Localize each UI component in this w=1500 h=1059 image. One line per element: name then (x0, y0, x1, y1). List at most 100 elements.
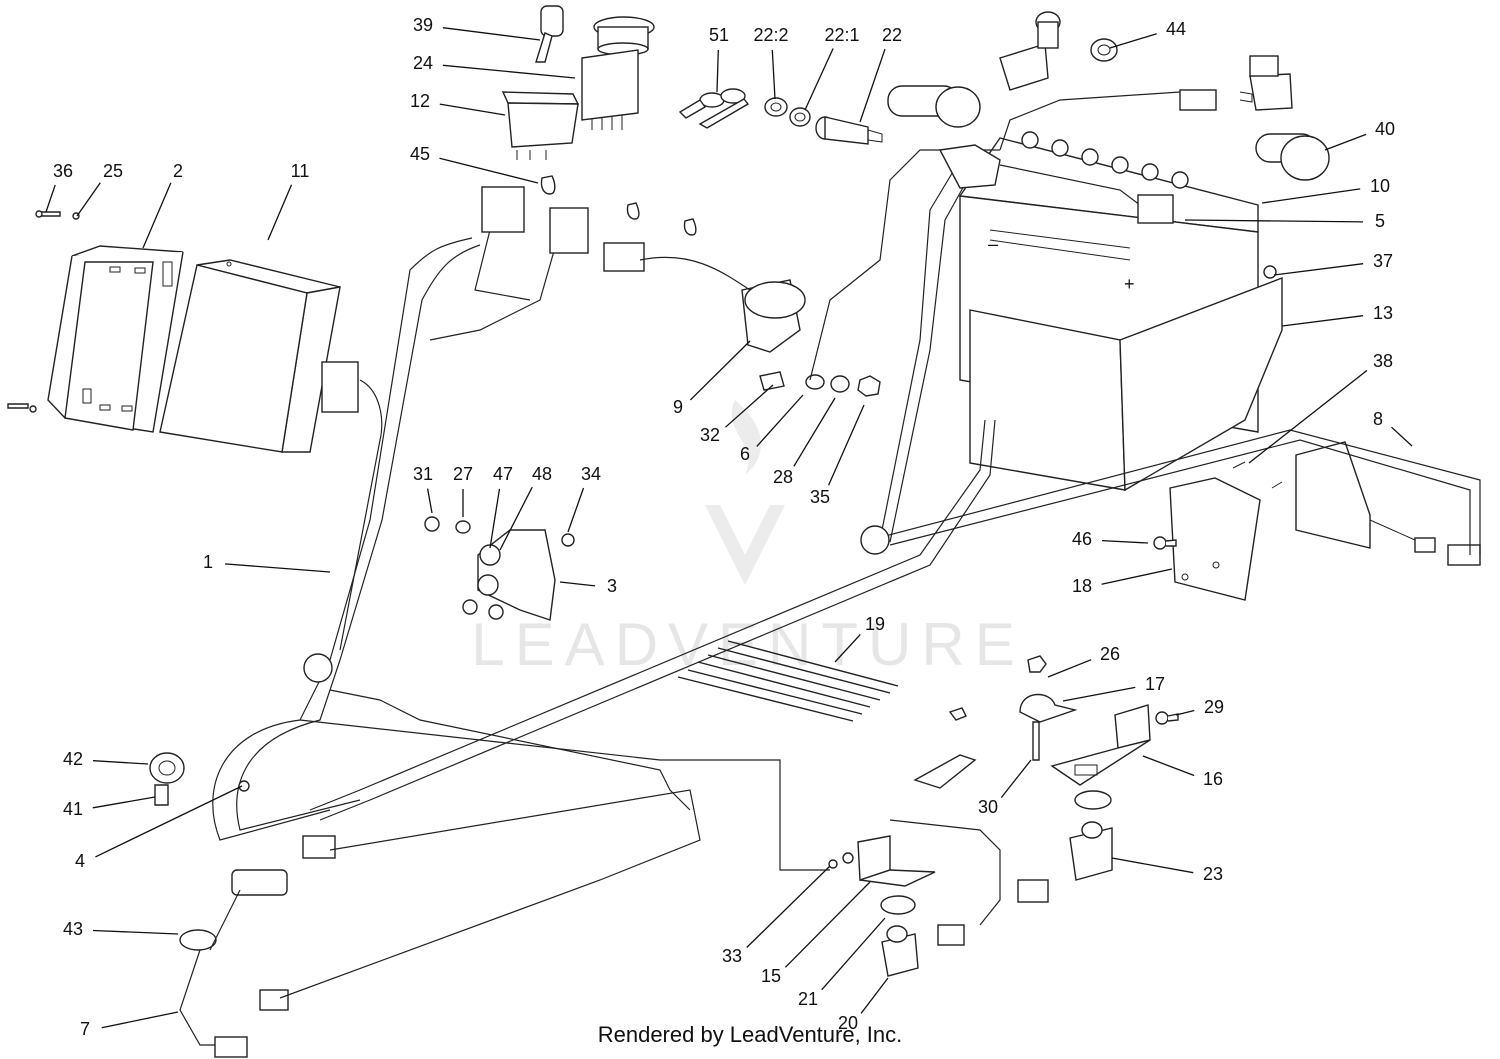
watermark-text: LEADVENTURE (471, 611, 1024, 678)
part-connectors (214, 89, 1481, 1058)
callout-label-c48: 48 (532, 464, 552, 484)
callout-label-c38: 38 (1373, 351, 1393, 371)
callout-label-c17: 17 (1145, 674, 1165, 694)
part-boot-40 (1255, 133, 1330, 181)
callout-label-c16: 16 (1203, 769, 1223, 789)
leader-line-c42 (92, 760, 149, 765)
leader-line-c38 (1248, 369, 1368, 464)
part-ignition-24 (581, 16, 655, 130)
part-cap-41 (154, 784, 169, 806)
callout-label-c6: 6 (740, 444, 750, 464)
leader-line-c22 (859, 48, 886, 123)
leader-line-c29 (1175, 709, 1195, 716)
wiring-harness-1 (179, 91, 1481, 1046)
callout-label-c13: 13 (1373, 303, 1393, 323)
part-key-39 (535, 5, 564, 63)
callout-label-c22_2: 22:2 (753, 25, 788, 45)
part-switch-22 (815, 116, 883, 145)
callout-label-c30: 30 (978, 797, 998, 817)
part-solenoid-9 (603, 242, 806, 353)
callout-label-c10: 10 (1370, 176, 1390, 196)
footer-credit: Rendered by LeadVenture, Inc. (597, 1022, 903, 1047)
leader-line-c5 (1184, 219, 1364, 223)
leader-line-c34 (567, 487, 585, 533)
leader-line-c13 (1281, 315, 1364, 327)
callout-label-c26: 26 (1100, 644, 1120, 664)
leader-line-c16 (1142, 755, 1195, 777)
leader-line-c22_2 (771, 49, 776, 100)
callout-label-c29: 29 (1204, 697, 1224, 717)
leader-line-c8 (1391, 426, 1413, 447)
callout-label-c22_1: 22:1 (824, 25, 859, 45)
callout-label-c41: 41 (63, 799, 83, 819)
callout-label-c44: 44 (1166, 19, 1186, 39)
leader-line-c3 (559, 581, 596, 587)
leader-line-c19 (834, 634, 861, 663)
part-ring-6 (805, 374, 825, 390)
part-nut-37 (1263, 265, 1277, 279)
leader-line-c33 (746, 865, 831, 948)
callout-label-c28: 28 (773, 467, 793, 487)
callout-label-c27: 27 (453, 464, 473, 484)
callout-label-c4: 4 (75, 851, 85, 871)
part-washer-28 (830, 375, 850, 393)
part-washer-22-1 (789, 107, 811, 127)
callout-label-c20: 20 (838, 1013, 858, 1033)
callout-label-c51: 51 (709, 25, 729, 45)
callout-label-c31: 31 (413, 464, 433, 484)
leader-line-c41 (92, 796, 156, 809)
callout-label-c34: 34 (581, 464, 601, 484)
leader-line-c45 (439, 157, 539, 184)
leader-line-c36 (45, 184, 56, 213)
leader-line-c15 (784, 881, 871, 968)
leader-line-c17 (1062, 686, 1136, 702)
part-bracket-17b (913, 707, 977, 789)
leader-line-c31 (426, 488, 433, 514)
callout-label-c42: 42 (63, 749, 83, 769)
callout-label-c39: 39 (413, 15, 433, 35)
leader-line-c39 (442, 27, 541, 41)
part-screw-29 (1155, 711, 1179, 725)
part-tray-13 (969, 265, 1283, 492)
callout-label-c25: 25 (103, 161, 123, 181)
leader-line-c9 (689, 340, 751, 401)
part-nut-26 (1027, 655, 1047, 673)
part-screw-32 (759, 371, 785, 391)
leader-line-c7 (101, 1011, 179, 1029)
part-bracket-18 (1169, 461, 1283, 601)
callout-label-c32: 32 (700, 425, 720, 445)
leader-line-c28 (793, 397, 836, 467)
callout-label-c24: 24 (413, 53, 433, 73)
part-switch-right (1239, 55, 1293, 111)
leader-line-c40 (1324, 133, 1367, 151)
callout-label-c37: 37 (1373, 251, 1393, 271)
svg-text:+: + (1124, 274, 1135, 294)
part-housing-2 (47, 245, 184, 433)
part-grommet-44 (1090, 38, 1118, 62)
leader-line-c12 (439, 103, 506, 116)
part-bracket-15 (857, 835, 936, 887)
callout-label-c33: 33 (722, 946, 742, 966)
callout-label-c15: 15 (761, 966, 781, 986)
callout-label-c40: 40 (1375, 119, 1395, 139)
callout-label-c1: 1 (203, 552, 213, 572)
callout-label-c23: 23 (1203, 864, 1223, 884)
leader-line-c35 (828, 404, 865, 486)
leader-line-c20 (860, 977, 889, 1014)
callout-label-c3: 3 (607, 576, 617, 596)
callout-label-c18: 18 (1072, 576, 1092, 596)
leader-line-c32 (725, 384, 774, 428)
part-screw-30 (1032, 721, 1040, 761)
callout-label-c11: 11 (291, 161, 310, 181)
svg-text:–: – (988, 234, 998, 254)
leader-line-c43 (92, 929, 179, 935)
callout-label-c2: 2 (173, 161, 183, 181)
callout-label-c19: 19 (865, 614, 885, 634)
callout-label-c35: 35 (810, 487, 830, 507)
part-controller-11 (159, 259, 341, 453)
callout-label-c36: 36 (53, 161, 73, 181)
part-washer-33 (828, 852, 854, 869)
leader-line-c46 (1101, 539, 1149, 544)
